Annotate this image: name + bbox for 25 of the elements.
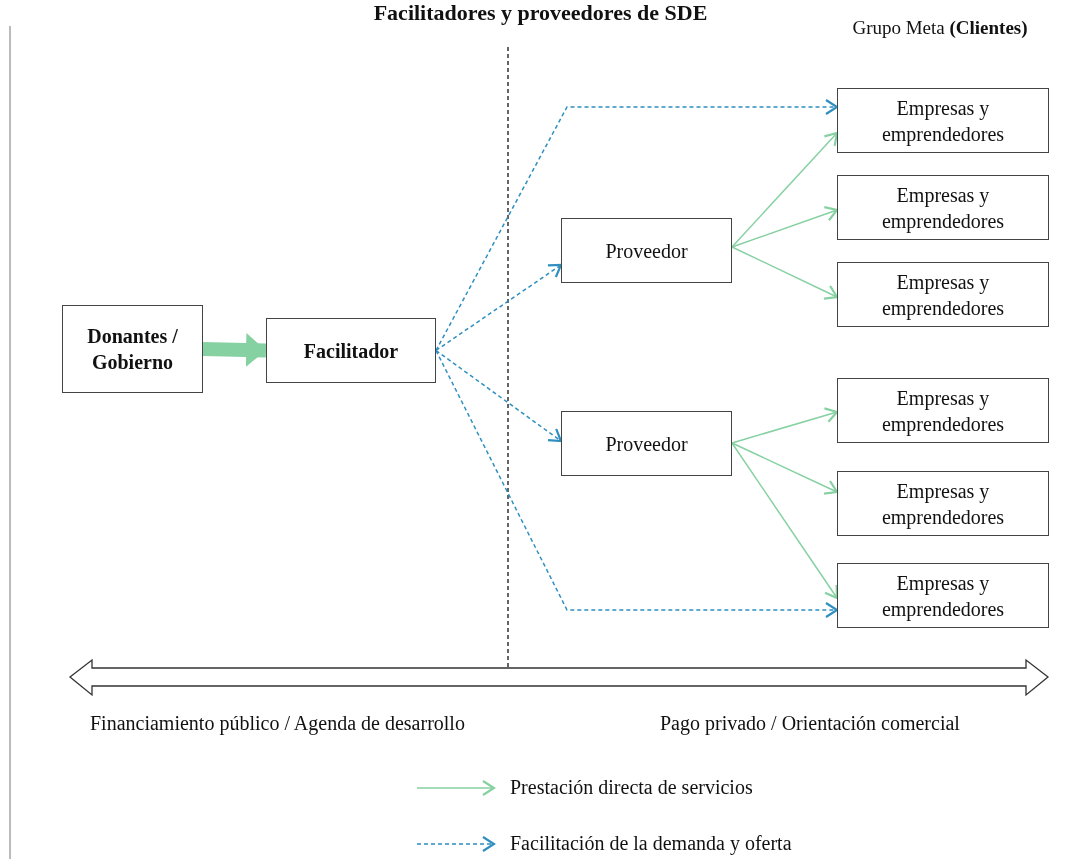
axis-label: Financiamiento público / Agenda de desarrollo [90,712,465,735]
process-box: Empresas y emprendedores [837,471,1049,536]
arrow [435,349,563,443]
legend-text: Facilitación de la demanda y oferta [510,832,792,855]
actor-box: Donantes / Gobierno [62,305,203,393]
process-box: Empresas y emprendedores [837,262,1049,327]
process-box: Empresas y emprendedores [837,88,1049,153]
legend-text: Prestación directa de servicios [510,776,753,799]
arrow [435,263,563,352]
axis-label: Pago privado / Orientación comercial [660,712,960,735]
block-arrow [202,333,267,367]
arrow [731,442,839,600]
actor-box: Facilitador [266,318,436,383]
process-box: Empresas y emprendedores [837,563,1049,628]
arrow [731,407,839,444]
arrow [731,442,839,495]
process-box: Proveedor [561,411,732,476]
process-box: Empresas y emprendedores [837,378,1049,443]
process-box: Proveedor [561,218,732,283]
arrow [435,349,839,619]
arrow [435,98,839,352]
arrow [731,205,839,248]
arrow [731,246,839,300]
process-box: Empresas y emprendedores [837,175,1049,240]
arrow [731,131,839,248]
